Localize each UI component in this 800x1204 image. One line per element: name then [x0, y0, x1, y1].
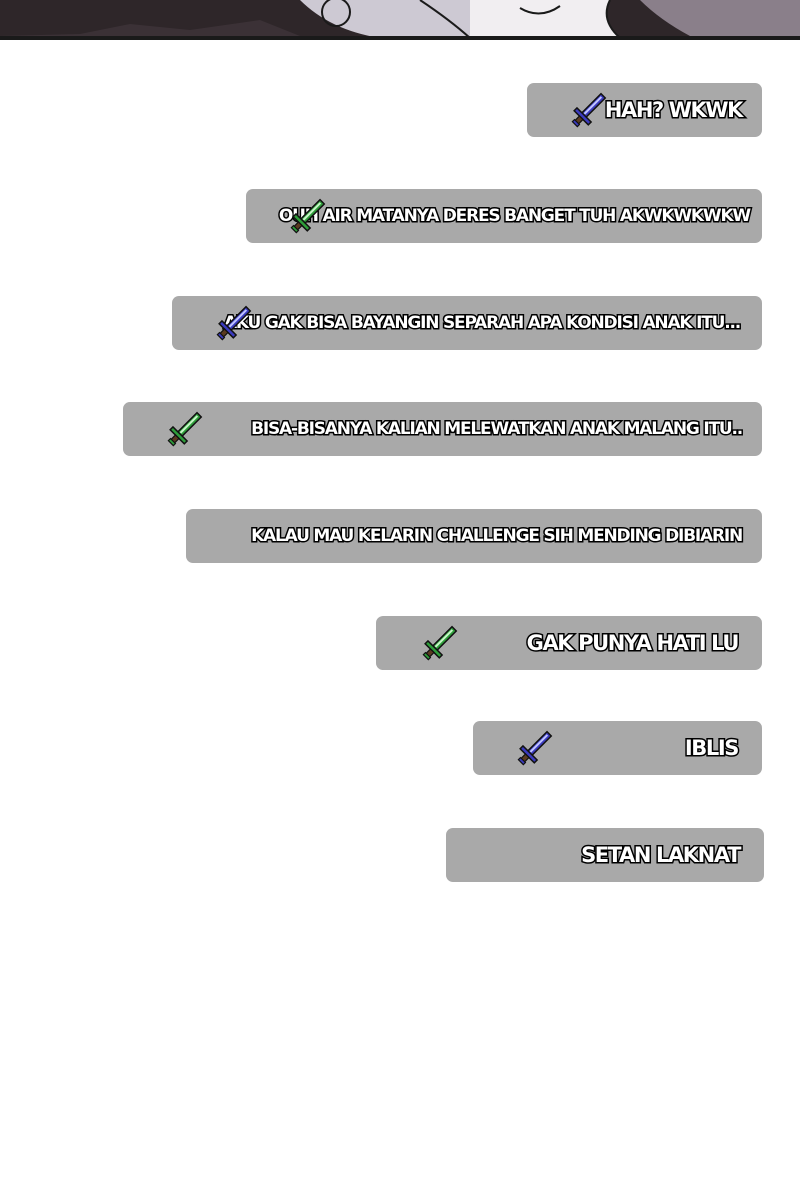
- comment-text: HAH? WKWK: [603, 97, 745, 124]
- comment-bubble: GAK PUNYA HATI LU: [376, 616, 762, 670]
- top-illustration-strip: [0, 0, 800, 40]
- green-sword-icon: [163, 407, 207, 451]
- comment-text: OUH AIR MATANYA DERES BANGET TUH AKWKWKW…: [277, 205, 752, 228]
- comment-text: BISA-BISANYA KALIAN MELEWATKAN ANAK MALA…: [250, 418, 745, 441]
- comment-text: IBLIS: [683, 735, 741, 762]
- green-sword-icon: [286, 194, 330, 238]
- comment-bubble: KALAU MAU KELARIN CHALLENGE SIH MENDING …: [186, 509, 762, 563]
- blue-sword-icon: [567, 88, 611, 132]
- comment-bubble: HAH? WKWK: [527, 83, 762, 137]
- blue-sword-icon: [212, 301, 256, 345]
- comment-bubble: BISA-BISANYA KALIAN MELEWATKAN ANAK MALA…: [123, 402, 762, 456]
- comment-bubble: SETAN LAKNAT: [446, 828, 764, 882]
- comment-bubble: OUH AIR MATANYA DERES BANGET TUH AKWKWKW…: [246, 189, 762, 243]
- comment-bubble: IBLIS: [473, 721, 762, 775]
- comment-text: SETAN LAKNAT: [580, 842, 743, 869]
- comment-bubble: AKU GAK BISA BAYANGIN SEPARAH APA KONDIS…: [172, 296, 762, 350]
- blue-sword-icon: [513, 726, 557, 770]
- comment-text: GAK PUNYA HATI LU: [525, 630, 741, 657]
- green-sword-icon: [418, 621, 462, 665]
- comment-text: KALAU MAU KELARIN CHALLENGE SIH MENDING …: [250, 525, 745, 548]
- comment-text: AKU GAK BISA BAYANGIN SEPARAH APA KONDIS…: [222, 312, 742, 335]
